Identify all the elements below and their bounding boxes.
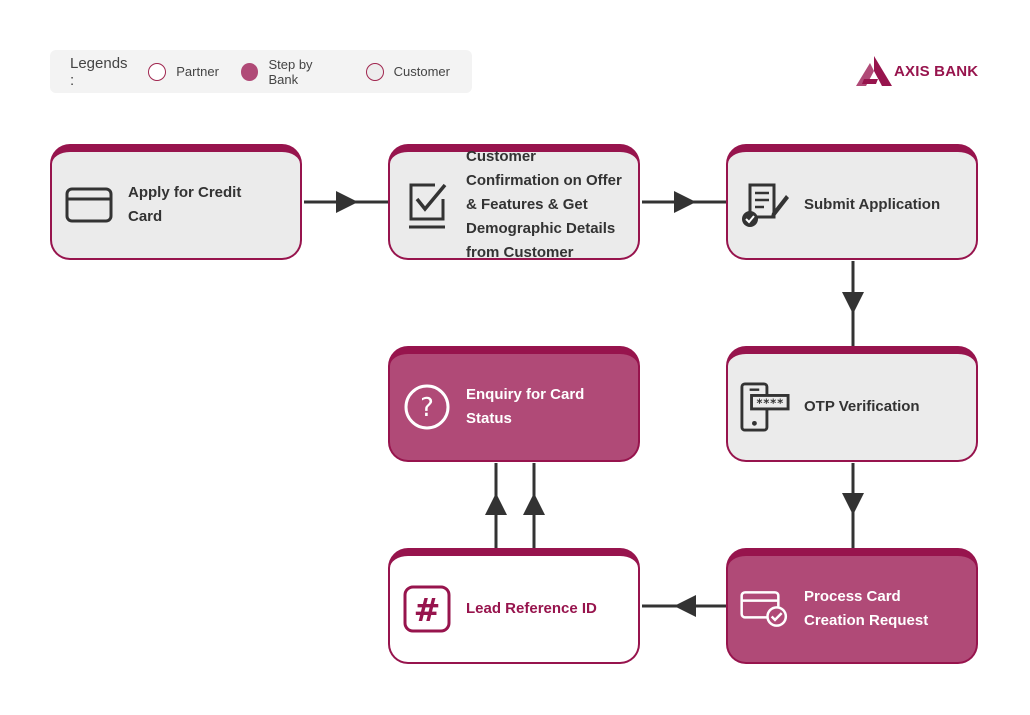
edge-apply-to-confirm [304,191,388,213]
edge-otp-to-process [842,463,864,548]
edge-confirm-to-submit [642,191,727,213]
step-label: Process Card Creation Request [804,588,929,629]
phone-password-icon: **** [740,382,790,432]
legend-item-customer: Customer [365,62,450,81]
legend-partner-label: Partner [176,64,219,79]
svg-text:?: ? [420,393,434,423]
axis-logo-icon [856,56,892,86]
card-check-icon [740,584,790,634]
step-submit-application: Submit Application [726,144,978,260]
step-label: OTP Verification [804,398,920,415]
credit-card-icon [64,180,114,230]
edge-submit-to-otp [842,261,864,346]
axis-bank-logo: AXIS BANK [856,55,978,87]
svg-text:#: # [414,591,441,629]
edge-lead-to-enquiry-2 [523,463,545,548]
legend: Legends : Partner Step by Bank Customer [50,50,472,93]
brand-name: AXIS BANK [894,62,979,80]
step-label: Lead Reference ID [466,600,597,617]
legend-customer-label: Customer [393,64,450,79]
step-lead-reference-id: # Lead Reference ID [388,548,640,664]
svg-text:****: **** [756,396,784,410]
step-process-card-creation: Process Card Creation Request [726,548,978,664]
step-label: Enquiry for Card Status [466,386,585,427]
step-otp-verification: **** OTP Verification [726,346,978,462]
step-label: Customer Confirmation on Offer & Feature… [466,148,622,261]
legend-title: Legends : [70,54,128,89]
question-icon: ? [402,382,452,432]
checkbox-icon [402,180,452,230]
legend-customer-swatch [365,62,384,81]
edge-process-to-lead [642,595,727,617]
legend-item-bank: Step by Bank [240,56,344,87]
legend-bank-swatch [240,62,259,81]
step-customer-confirmation: Customer Confirmation on Offer & Feature… [388,144,640,261]
step-enquiry-card-status: ? Enquiry for Card Status [388,346,640,462]
step-label: Apply for Credit Card [128,184,242,225]
step-apply-for-credit-card: Apply for Credit Card [50,144,302,260]
step-label: Submit Application [804,196,941,213]
legend-bank-label: Step by Bank [268,56,313,87]
edge-lead-to-enquiry-1 [485,463,507,548]
document-check-icon [740,180,790,230]
legend-item-partner: Partner [148,62,219,81]
hash-icon: # [402,584,452,634]
legend-partner-swatch [148,62,167,81]
